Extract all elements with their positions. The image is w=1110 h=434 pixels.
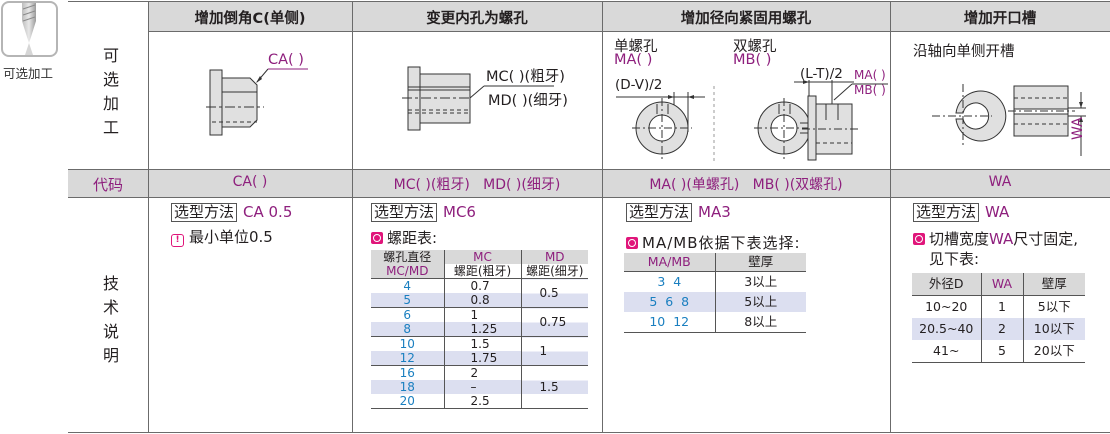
column-header-chamfer: 增加倒角C(单侧) — [194, 11, 306, 27]
grid-line — [602, 1, 603, 433]
header-row-bg — [148, 1, 1110, 31]
row-label-technical-notes: 技 术 说 明 — [102, 274, 119, 365]
code-slot: WA — [988, 174, 1012, 190]
selection-method-label: 选型方法 — [371, 203, 438, 222]
thread-hole-diagram — [400, 60, 560, 144]
dim-lt-label: (L-T)/2 — [800, 66, 843, 82]
slot-note-line2: 见下表: — [929, 250, 980, 268]
column-header-radial-screw: 增加径向紧固用螺孔 — [680, 11, 812, 27]
selection-value: MC6 — [443, 203, 476, 221]
row-label-optional-processing: 可 选 加 工 — [102, 46, 119, 137]
selection-method-label: 选型方法 — [626, 203, 693, 222]
badge-label: 可选加工 — [3, 66, 54, 81]
chamfer-diagram — [200, 50, 320, 154]
selection-method-label: 选型方法 — [171, 203, 238, 222]
chamfer-callout: CA( ) — [268, 52, 304, 68]
code-thread: MC( )(粗牙) MD( )(细牙) — [393, 177, 561, 193]
row-label-code: 代码 — [92, 176, 123, 194]
slot-selection: 选型方法 WA — [913, 203, 1009, 222]
slot-dim-wa: WA — [1070, 117, 1086, 140]
bullet-icon — [913, 233, 925, 245]
radial-callout-ma: MA( ) — [854, 68, 886, 82]
code-radial: MA( )(单螺孔) MB( )(双螺孔) — [649, 177, 843, 193]
double-hole-code: MB( ) — [733, 52, 772, 68]
grid-line — [148, 1, 149, 433]
warning-icon: ! — [171, 234, 184, 247]
grid-line — [68, 432, 1110, 433]
selection-method-label: 选型方法 — [913, 203, 980, 222]
slot-caption: 沿轴向单侧开槽 — [913, 44, 1015, 60]
thread-callout-fine: MD( )(细牙) — [488, 93, 568, 109]
single-hole-code: MA( ) — [614, 52, 653, 68]
radial-selection: 选型方法 MA3 — [626, 203, 731, 222]
column-header-thread-hole: 变更内孔为螺孔 — [426, 11, 528, 27]
thread-callout-coarse: MC( )(粗牙) — [486, 69, 565, 85]
code-chamfer: CA( ) — [232, 174, 268, 190]
grid-line — [68, 197, 1110, 198]
slot-note-line1: 切槽宽度WA尺寸固定, — [913, 228, 1078, 249]
selection-value: MA3 — [698, 203, 731, 221]
thread-selection: 选型方法 MC6 — [371, 203, 476, 222]
single-hole-label: 单螺孔 — [614, 39, 658, 55]
bullet-icon — [626, 237, 638, 249]
pitch-table-title: 螺距表: — [371, 227, 437, 248]
grid-line — [68, 169, 1110, 170]
radial-table-title: MA/MB依据下表选择: — [626, 232, 801, 253]
grid-line — [352, 1, 353, 433]
radial-screw-diagram — [602, 70, 890, 172]
selection-value: CA 0.5 — [243, 203, 293, 221]
slot-diagram — [930, 80, 1090, 164]
grid-line — [148, 31, 1110, 32]
column-header-slot: 增加开口槽 — [963, 11, 1037, 27]
radial-callout-mb: MB( ) — [854, 83, 886, 97]
drill-bit-icon — [1, 1, 58, 57]
grid-line — [68, 1, 1110, 2]
bullet-icon — [371, 232, 383, 244]
dim-dv-label: (D-V)/2 — [615, 77, 663, 93]
chamfer-selection: 选型方法 CA 0.5 — [171, 203, 292, 222]
grid-line — [890, 1, 891, 433]
code-row-bg — [68, 169, 1110, 197]
double-hole-label: 双螺孔 — [733, 39, 777, 55]
chamfer-note: !最小单位0.5 — [171, 226, 273, 247]
selection-value: WA — [985, 203, 1010, 221]
